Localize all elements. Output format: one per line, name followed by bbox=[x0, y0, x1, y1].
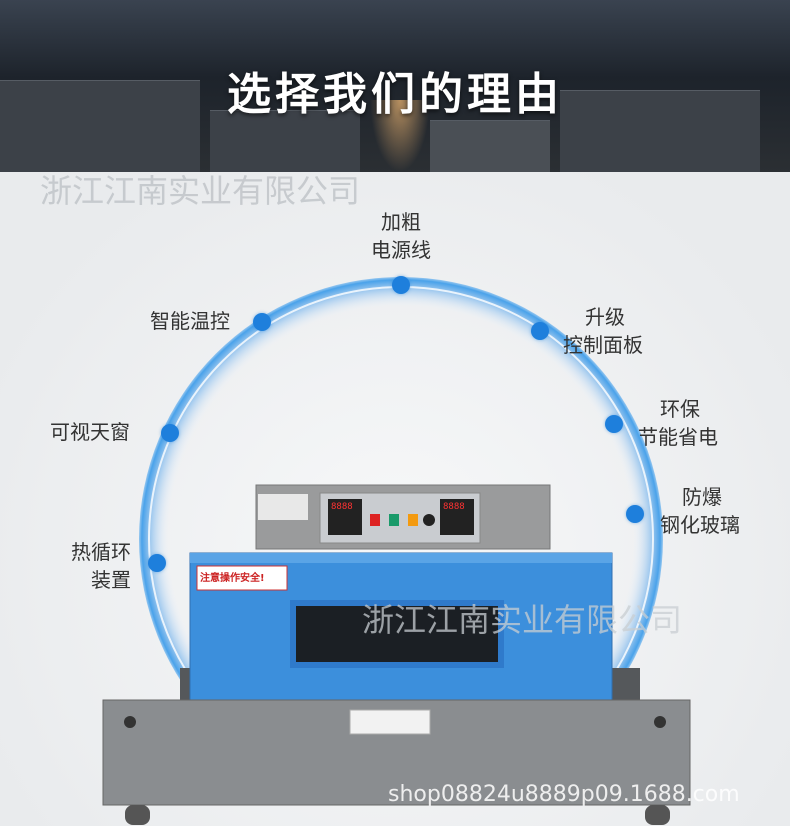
page-title: 选择我们的理由 bbox=[227, 69, 563, 120]
feature-label: 智能温控 bbox=[150, 309, 230, 333]
feature-label: 加粗 bbox=[381, 210, 421, 234]
feature-label: 控制面板 bbox=[563, 333, 643, 357]
watermark-company-mid: 浙江江南实业有限公司 bbox=[362, 601, 683, 639]
feature-tempered-glass: 防爆钢化玻璃 bbox=[660, 483, 740, 539]
feature-dot bbox=[161, 424, 179, 442]
feature-control-panel: 升级控制面板 bbox=[563, 303, 643, 359]
feature-energy-saving: 环保节能省电 bbox=[638, 395, 718, 451]
feature-label: 升级 bbox=[585, 305, 625, 329]
feature-label: 环保 bbox=[660, 397, 700, 421]
feature-dot bbox=[392, 276, 410, 294]
feature-dot bbox=[605, 415, 623, 433]
feature-label: 防爆 bbox=[682, 485, 722, 509]
feature-power-cable: 加粗电源线 bbox=[351, 208, 451, 264]
feature-dot bbox=[626, 505, 644, 523]
feature-label: 装置 bbox=[91, 568, 131, 592]
feature-label: 可视天窗 bbox=[50, 420, 130, 444]
feature-label: 节能省电 bbox=[638, 425, 718, 449]
feature-window: 可视天窗 bbox=[50, 418, 130, 446]
warning-label: 注意操作安全! bbox=[200, 573, 265, 584]
feature-label: 钢化玻璃 bbox=[660, 513, 740, 537]
feature-dot bbox=[148, 554, 166, 572]
watermark-company: 浙江江南实业有限公司 bbox=[40, 172, 361, 210]
header-banner: 选择我们的理由 bbox=[0, 0, 790, 172]
feature-heat-circulation: 热循环装置 bbox=[31, 538, 131, 594]
feature-dot bbox=[253, 313, 271, 331]
feature-label: 电源线 bbox=[371, 238, 431, 262]
temperature-display-left: 8888 bbox=[331, 502, 353, 512]
temperature-display-right: 8888 bbox=[443, 502, 465, 512]
watermark-shop-url: shop08824u8889p09.1688.com bbox=[388, 782, 740, 807]
feature-temp-control: 智能温控 bbox=[110, 307, 230, 335]
feature-label: 热循环 bbox=[71, 540, 131, 564]
feature-dot bbox=[531, 322, 549, 340]
